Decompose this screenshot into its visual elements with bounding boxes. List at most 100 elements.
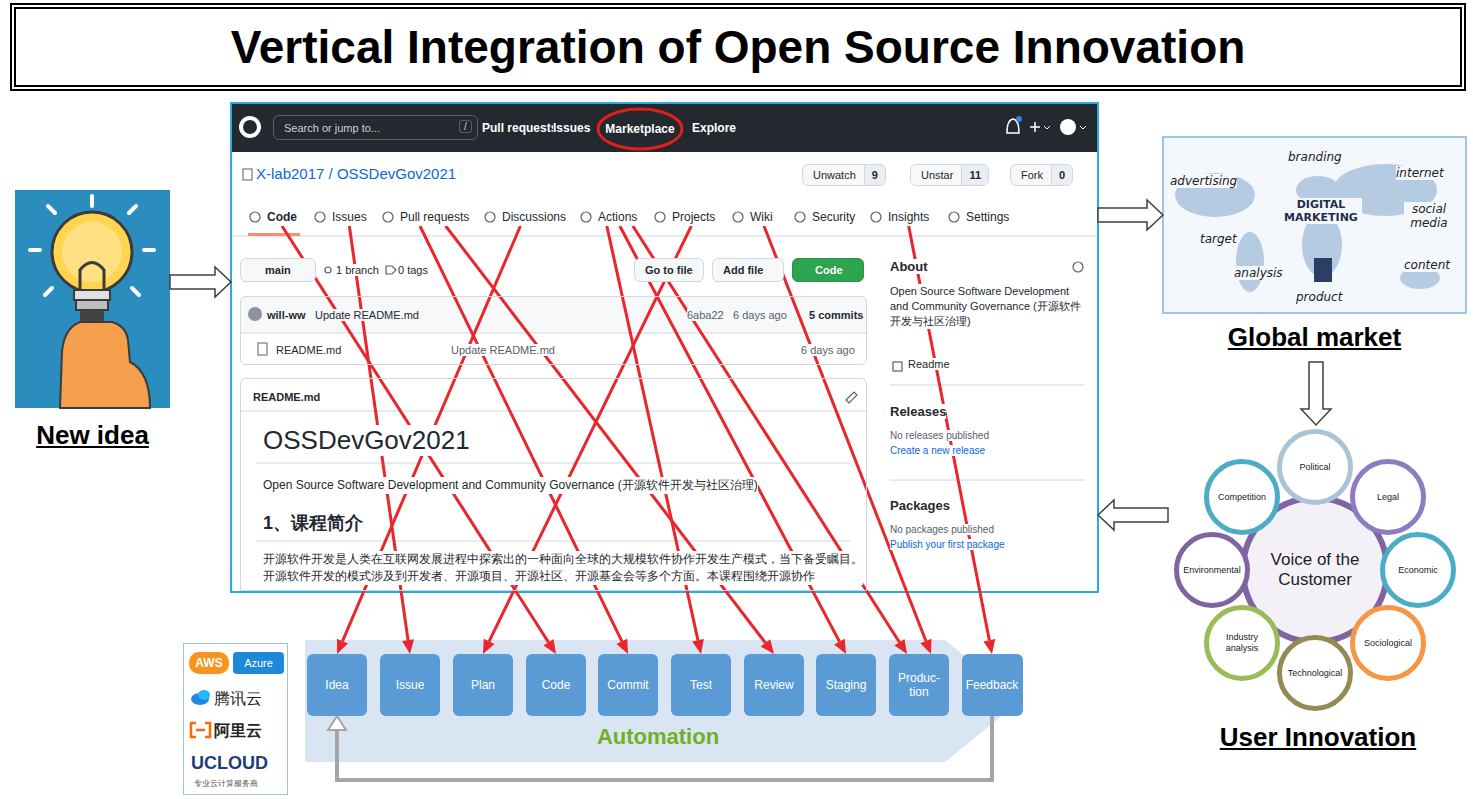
text-slot: 腾讯云 (214, 689, 262, 710)
mapping-arrow (633, 226, 907, 654)
text-slot: 1、课程简介 (263, 511, 363, 535)
node-text: Publish your first package (890, 539, 1005, 550)
screenshot-frame (243, 120, 257, 134)
stage-box: Test (671, 654, 731, 716)
node-text: content (1404, 258, 1450, 272)
logo-text: AWS (189, 652, 229, 674)
text-slot: 1 branch (336, 264, 379, 276)
node-text: will-ww (267, 309, 306, 321)
repo-tab: Insights (886, 208, 931, 226)
factor-circle: Legal (1350, 459, 1426, 535)
automation-band: AutomationIdeaIssuePlanCodeCommitTestRev… (305, 640, 1025, 762)
text-slot: Search or jump to... (284, 122, 380, 134)
text-slot: 6 days ago (733, 309, 787, 321)
node-text: Explore (692, 121, 736, 135)
node-text: Readme (908, 358, 950, 370)
node-text: Feedback (966, 678, 1019, 692)
text-slot: social media (1404, 202, 1454, 230)
node-text: Competition (1211, 492, 1273, 503)
world-map-illustration (1314, 258, 1332, 282)
lightbulb-illustration (15, 190, 170, 408)
lightbulb-illustration (52, 212, 132, 292)
repo-icons (1073, 262, 1083, 272)
node-text: Marketplace (605, 122, 674, 136)
node-text: Sociological (1357, 638, 1419, 649)
stage-box: Plan (453, 654, 513, 716)
tab-icon (871, 212, 881, 222)
text-slot: Explore (692, 121, 736, 135)
flow-arrow (170, 267, 231, 297)
screenshot-frame (1016, 116, 1022, 122)
text-slot: product (1296, 290, 1342, 304)
tab-icon (383, 212, 393, 222)
text-slot: Releases (890, 404, 946, 419)
repo-icons (386, 266, 396, 274)
node-text: Search or jump to... (284, 122, 380, 134)
text-slot: User Innovation (1168, 722, 1468, 753)
repo-tab: Wiki (748, 208, 775, 226)
mapping-arrow (620, 226, 846, 654)
factor-circle-shape (1280, 432, 1351, 503)
node-text: Code (542, 678, 571, 692)
text-slot: 6aba22 (687, 309, 724, 321)
text-slot: README.md (253, 391, 320, 403)
readme-dividers (256, 463, 850, 464)
node-text: Environmental (1181, 565, 1243, 576)
text-slot: Update README.md (451, 344, 555, 356)
world-map-illustration (1163, 137, 1466, 313)
screenshot-frame (1060, 119, 1076, 135)
node-text: Actions (598, 208, 637, 226)
lightbulb-illustration (30, 248, 40, 252)
node-text: 5 commits (809, 309, 863, 321)
node-text: Legal (1357, 492, 1419, 503)
text-slot: analysis (1234, 266, 1283, 280)
node-text: Discussions (502, 208, 566, 226)
repo-tab: Actions (596, 208, 639, 226)
node-text: 0 tags (398, 264, 428, 276)
repo-tab: Pull requests (398, 208, 471, 226)
node-text: Unwatch (803, 165, 864, 185)
node-text: Insights (888, 208, 929, 226)
repo-icons (325, 267, 331, 273)
tab-divider (232, 236, 1097, 237)
factor-circle-shape (1383, 535, 1454, 606)
text-slot: internet (1396, 166, 1444, 180)
factor-circle: Political (1277, 429, 1353, 505)
node-text: Go to file (635, 259, 703, 281)
node-text: Add file (713, 259, 783, 281)
text-slot: Azure (233, 652, 284, 674)
cloud-logos (198, 690, 210, 700)
text-slot: 专业云计算服务商 (194, 778, 258, 789)
node-text: Issue (396, 678, 425, 692)
logo-text: Azure (233, 652, 284, 674)
text-slot: Open Source Software Development and Com… (263, 477, 758, 494)
tab-icon (655, 212, 665, 222)
factor-circle-shape (1177, 535, 1248, 606)
tab-icon (250, 212, 260, 222)
lightbulb-illustration (76, 300, 108, 310)
logo-text: 专业云计算服务商 (194, 778, 258, 789)
node-text: analysis (1234, 266, 1283, 280)
node-text: 开源软件开发是人类在互联网发展进程中探索出的一种面向全球的大规模软件协作开发生产… (263, 551, 863, 585)
text-slot: UCLOUD (191, 753, 268, 774)
cloud-providers: AWSAzure腾讯云阿里云UCLOUD专业云计算服务商 (183, 643, 288, 795)
node-text: Produc- tion (894, 671, 944, 699)
repo-tab: Security (810, 208, 857, 226)
repo-tab: Code (265, 208, 299, 226)
stage-box: Idea (307, 654, 367, 716)
commit-panel (248, 307, 262, 321)
factor-circle-shape (1207, 462, 1278, 533)
node-text: Unstar (911, 165, 961, 185)
text-slot: 5 commits (809, 309, 863, 321)
picture-caption: Global market (1163, 322, 1466, 353)
repo-button: Unwatch9 (802, 164, 886, 186)
node-text: Test (690, 678, 712, 692)
node-text: target (1200, 232, 1237, 246)
node-text: Create a new release (890, 445, 985, 456)
node-text: X-lab2017 / OSSDevGov2021 (256, 165, 456, 182)
github-screenshot: Pull requests Issues ExploreX-lab2017 / OS… (231, 103, 1098, 592)
screenshot-frame (1030, 122, 1040, 132)
node-text: Issues (332, 208, 367, 226)
readme-box: README.mdOSSDevGov2021Open Source Softwa… (240, 378, 867, 591)
lightbulb-illustration (80, 263, 104, 291)
